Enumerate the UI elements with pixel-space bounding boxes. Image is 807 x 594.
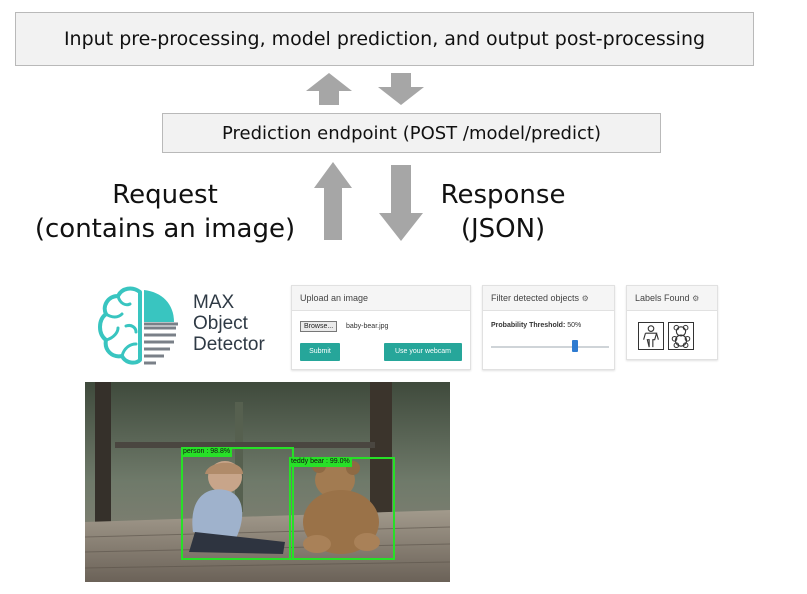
threshold-readout: Probability Threshold: 50% — [491, 322, 581, 329]
filter-panel: Filter detected objects ⚙ Probability Th… — [482, 285, 615, 370]
logo-line-max: MAX — [193, 292, 235, 313]
logo-line-detector: Detector — [193, 334, 265, 355]
processing-box: Input pre-processing, model prediction, … — [15, 12, 754, 66]
prediction-endpoint-text: Prediction endpoint (POST /model/predict… — [222, 122, 601, 144]
brain-logo-icon — [98, 286, 178, 365]
use-webcam-button[interactable]: Use your webcam — [384, 343, 462, 361]
info-icon[interactable]: ⚙ — [581, 294, 589, 303]
request-label-line1: Request — [112, 180, 218, 210]
person-detection-label: person : 98.8% — [181, 447, 233, 457]
threshold-label: Probability Threshold: — [491, 322, 566, 329]
logo-line-object: Object — [193, 313, 248, 334]
submit-button[interactable]: Submit — [300, 343, 340, 361]
request-label-line2: (contains an image) — [34, 214, 296, 244]
detection-photo: person : 98.8% teddy bear : 99.0% — [85, 382, 450, 582]
person-label-icon[interactable] — [638, 322, 664, 350]
prediction-endpoint-box: Prediction endpoint (POST /model/predict… — [162, 113, 661, 153]
person-detection-box — [181, 447, 294, 560]
upload-panel: Upload an image Browse... baby-bear.jpg … — [291, 285, 471, 370]
file-name: baby-bear.jpg — [346, 323, 389, 330]
threshold-slider-track[interactable] — [491, 346, 609, 348]
info-icon[interactable]: ⚙ — [692, 294, 700, 303]
filter-panel-title: Filter detected objects — [491, 293, 580, 303]
app-logo-text: MAX Object Detector — [193, 292, 265, 355]
upload-panel-title: Upload an image — [292, 286, 470, 311]
teddy-bear-detection-label: teddy bear : 99.0% — [289, 457, 352, 467]
response-label-line2: (JSON) — [460, 214, 546, 244]
labels-panel-title: Labels Found — [635, 293, 690, 303]
threshold-value: 50% — [567, 322, 582, 329]
down-arrow-large — [379, 165, 423, 241]
processing-box-text: Input pre-processing, model prediction, … — [63, 28, 706, 50]
up-arrow-small — [306, 73, 352, 105]
response-label: Response (JSON) — [428, 178, 578, 246]
response-label-line1: Response — [440, 180, 566, 210]
labels-panel-header: Labels Found ⚙ — [627, 286, 717, 311]
photo-scene — [85, 382, 450, 582]
up-arrow-large — [314, 162, 352, 240]
request-label: Request (contains an image) — [30, 178, 300, 246]
teddy-bear-detection-box — [289, 457, 395, 560]
labels-panel: Labels Found ⚙ — [626, 285, 718, 360]
teddy-bear-label-icon[interactable] — [668, 322, 694, 350]
filter-panel-header: Filter detected objects ⚙ — [483, 286, 614, 311]
down-arrow-small — [378, 73, 424, 105]
browse-button[interactable]: Browse... — [300, 321, 338, 332]
threshold-slider-handle[interactable] — [572, 340, 578, 352]
